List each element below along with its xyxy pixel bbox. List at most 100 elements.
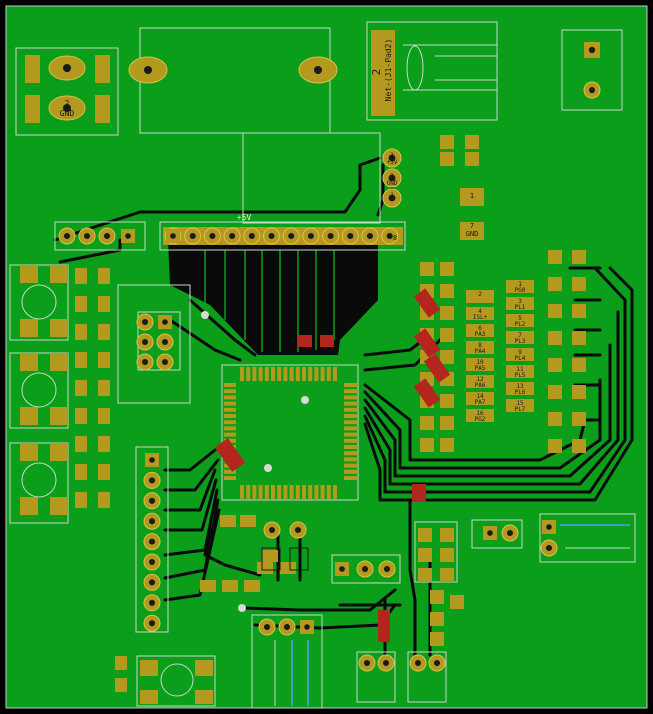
- small-gnd-label: GND: [466, 230, 479, 238]
- qfp-pin-top: [333, 367, 337, 381]
- drill-hole: [304, 624, 310, 630]
- qfp-pin-top: [289, 367, 294, 381]
- qfp-pin-top: [252, 367, 257, 381]
- screw-terminal-left: [25, 55, 40, 83]
- j1-pin-num: 2: [370, 69, 383, 76]
- drill-hole: [347, 232, 354, 240]
- drill-hole: [382, 659, 390, 667]
- pin-num-right: 9: [518, 349, 522, 356]
- smd-pad: [572, 304, 586, 318]
- cap-outline: [261, 547, 281, 571]
- barrel-mask-1: [175, 45, 195, 65]
- highlighted-pad: [423, 353, 451, 383]
- switch-outline: [21, 372, 57, 408]
- drill-hole: [63, 104, 71, 112]
- smd-pad: [98, 464, 110, 480]
- smd-pad: [75, 464, 87, 480]
- pin-label-pad-right: [506, 382, 534, 395]
- drill-hole: [388, 154, 396, 162]
- qfp-pin-bottom: [320, 485, 325, 499]
- qfp-pin-bottom: [258, 485, 263, 499]
- qfp-body: [236, 382, 344, 484]
- pin-num-right: 13: [516, 383, 524, 390]
- switch-pad: [20, 319, 38, 337]
- smd-pad: [440, 528, 454, 542]
- qfp-pin-right: [344, 476, 358, 480]
- qfp-pin-right: [344, 426, 358, 431]
- pin-name-right: PG0: [515, 287, 526, 294]
- smd-pad: [75, 324, 87, 340]
- switch-pad: [50, 353, 68, 371]
- drill-hole: [263, 623, 271, 631]
- qfp-pin-left: [224, 383, 238, 387]
- qfp-pin-top: [258, 367, 263, 381]
- j1-outline-oval: [406, 45, 424, 91]
- highlighted-pad: [214, 438, 246, 472]
- smd-pad: [75, 352, 87, 368]
- switch-outline: [21, 284, 57, 320]
- drill-hole: [327, 232, 334, 240]
- smd-pad: [418, 568, 432, 582]
- smd-pad: [75, 296, 87, 312]
- smd-pad: [98, 408, 110, 424]
- pin-label-pad-right: [506, 297, 534, 310]
- smd-pad: [220, 515, 236, 527]
- smd-pad: [280, 562, 296, 574]
- smd-pad: [257, 562, 273, 574]
- qfp-pin-right: [344, 457, 358, 462]
- smd-pad: [440, 394, 454, 408]
- board-substrate: [5, 5, 648, 709]
- supply-2: 2: [390, 173, 394, 180]
- drill-hole: [386, 232, 393, 240]
- qfp-pin-right: [344, 432, 358, 437]
- pin-name-right: PL1: [515, 304, 526, 311]
- switch-pad: [50, 497, 68, 515]
- qfp-pin-right: [344, 445, 358, 449]
- small-pin1-label: 1: [470, 192, 474, 200]
- switch-pad: [50, 265, 68, 283]
- qfp-pin-left: [224, 414, 238, 418]
- qfp-pin-bottom: [308, 485, 313, 499]
- power-pin2-label: GND: [60, 109, 75, 118]
- smd-pad: [98, 436, 110, 452]
- pin-label-pad-left: [466, 307, 494, 320]
- switch-pad: [195, 690, 213, 704]
- qfp-pin-right: [344, 414, 358, 418]
- smd-pad: [548, 250, 562, 264]
- pin-num-right: 11: [516, 366, 524, 373]
- pin-name-right: PL6: [515, 389, 526, 396]
- qfp-pin-bottom: [252, 485, 257, 499]
- qfp-pin-bottom: [333, 485, 337, 499]
- qfp-pin-bottom: [295, 485, 300, 499]
- qfp-pin-left: [224, 469, 238, 474]
- pin-num-left: 6: [478, 325, 482, 332]
- pin-num-left: 4: [478, 308, 482, 315]
- smd-pad: [548, 439, 562, 453]
- drill-hole: [363, 659, 371, 667]
- smd-pad: [200, 580, 216, 592]
- pin-label-pad-left: [466, 392, 494, 405]
- pin-label-pad-left: [466, 324, 494, 337]
- smd-pad: [98, 324, 110, 340]
- pin-num-right: 3: [518, 298, 522, 305]
- qfp-pin-bottom: [289, 485, 294, 499]
- pin-label-pad-left: [466, 290, 494, 303]
- smd-pad: [572, 277, 586, 291]
- smd-pad: [262, 550, 278, 562]
- drill-hole: [248, 232, 255, 240]
- pin-label-pad-right: [506, 365, 534, 378]
- drill-hole: [141, 338, 149, 346]
- drill-hole: [148, 538, 156, 545]
- drill-hole: [83, 232, 91, 240]
- pin-num-right: 1: [518, 281, 522, 288]
- switch-pad: [20, 443, 38, 461]
- smd-pad: [98, 296, 110, 312]
- pin-label-pad-left: [466, 358, 494, 371]
- qfp-pin-left: [224, 476, 238, 480]
- pin-name-right: PL4: [515, 355, 526, 362]
- qfp-pin-right: [344, 451, 358, 456]
- header-net-label: +5V: [237, 213, 252, 222]
- qfp-pin-top: [295, 367, 300, 381]
- pin-name-left: PA7: [475, 399, 486, 406]
